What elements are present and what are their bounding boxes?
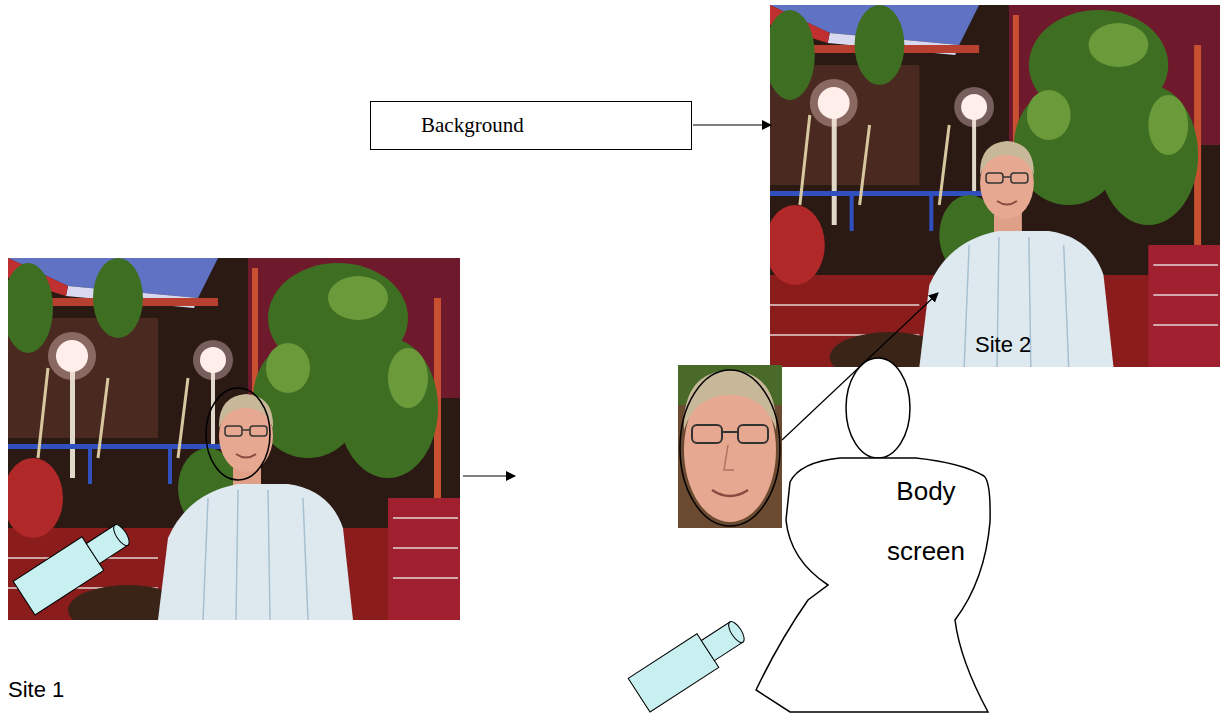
site-photo xyxy=(3,258,460,635)
transfer-arrow xyxy=(463,475,515,476)
label-box: Background xyxy=(370,101,692,150)
face-ellipse xyxy=(206,388,270,480)
body-outline-path xyxy=(756,458,990,712)
head-outline xyxy=(846,358,910,458)
body-screen: Body screen xyxy=(748,455,993,717)
camera-symbol xyxy=(13,516,136,615)
camera-symbol xyxy=(628,613,751,712)
leader-arrow xyxy=(693,124,771,125)
site-label: Site 2 xyxy=(975,332,1031,358)
face-crop xyxy=(678,365,782,528)
node-text: Background xyxy=(371,113,524,138)
projection-arrow xyxy=(782,293,938,440)
node-text: Body screen xyxy=(866,461,986,581)
site-label: Site 1 xyxy=(8,677,64,703)
background-photo xyxy=(765,5,1220,382)
body-outline xyxy=(748,455,993,717)
